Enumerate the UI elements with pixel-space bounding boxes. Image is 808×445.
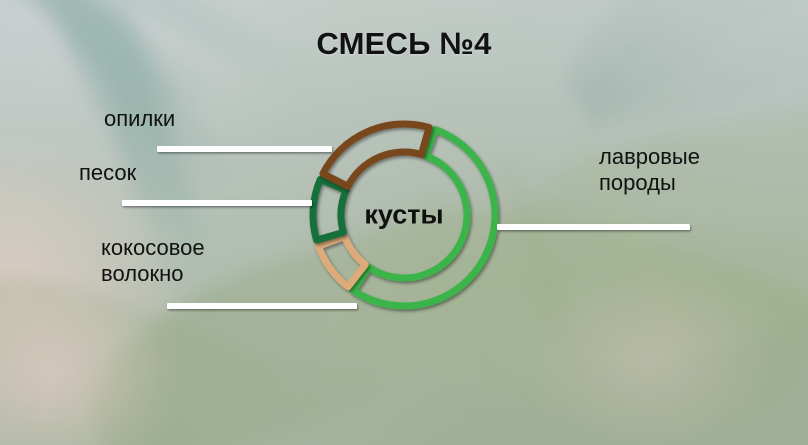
leader-line-laurel [497, 224, 690, 230]
page-title: СМЕСЬ №4 [316, 26, 492, 61]
callout-sawdust: опилки [104, 106, 175, 132]
callout-sand-label: песок [79, 160, 137, 185]
callout-laurel: лавровые породы [599, 144, 700, 195]
donut-center-label: кусты [364, 199, 444, 230]
callout-laurel-label-line2: породы [599, 169, 676, 195]
segment-sand-outline[interactable] [309, 175, 350, 244]
callout-coco-label-line1: кокосовое [101, 235, 205, 260]
callout-sawdust-label: опилки [104, 106, 176, 131]
callout-coco: кокосовое волокно [101, 235, 205, 286]
leader-line-sand [122, 200, 312, 206]
segment-laurel-outline[interactable] [349, 125, 499, 310]
leader-line-sawdust [157, 146, 332, 152]
callout-coco-label-line2: волокно [101, 260, 184, 286]
segment-sawdust-outline[interactable] [314, 233, 369, 291]
segment-coco-outline[interactable] [319, 120, 433, 190]
leader-lines-group [122, 146, 690, 309]
callout-laurel-label-line1: лавровые [599, 144, 700, 169]
leader-line-coco [167, 303, 357, 309]
callout-sand: песок [79, 160, 136, 186]
